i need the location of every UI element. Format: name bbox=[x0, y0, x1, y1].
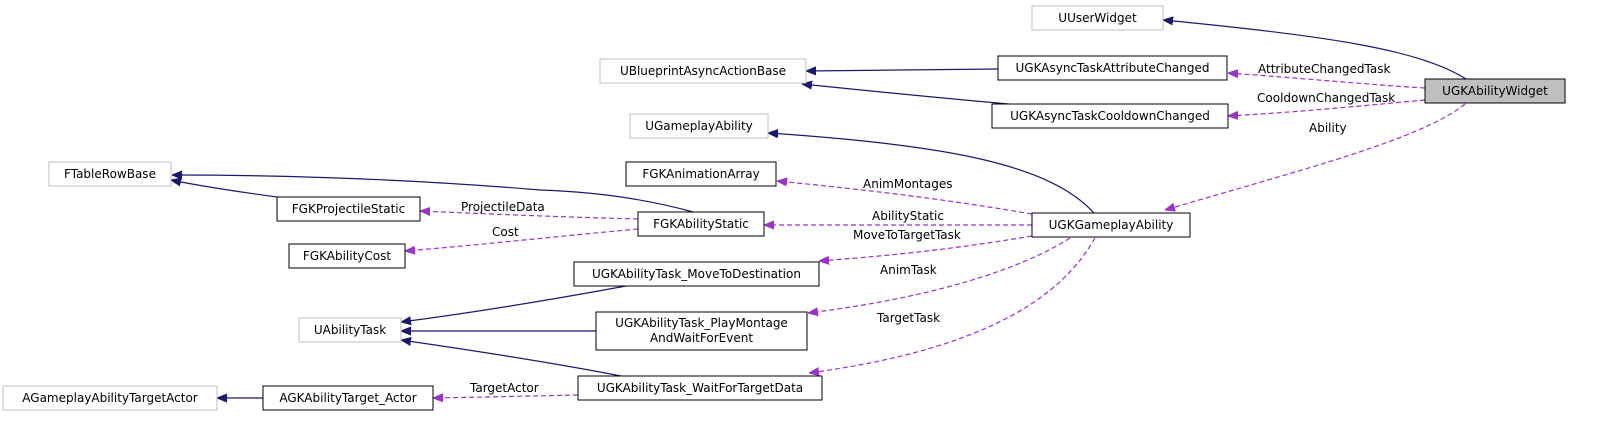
label-animtask: AnimTask bbox=[880, 263, 937, 277]
edge-projectilestatic-tablerowbase bbox=[171, 180, 278, 198]
svg-text:FGKAbilityCost: FGKAbilityCost bbox=[303, 249, 391, 263]
node-ublueprintasyncactionbase[interactable]: UBlueprintAsyncActionBase bbox=[599, 58, 807, 84]
label-movetotargettask: MoveToTargetTask bbox=[853, 228, 961, 242]
svg-text:UGKAbilityWidget: UGKAbilityWidget bbox=[1442, 84, 1548, 98]
node-ugkabilitywidget[interactable]: UGKAbilityWidget bbox=[1424, 78, 1566, 104]
label-abilitystatic: AbilityStatic bbox=[872, 209, 944, 223]
edge-abilitystatic-projectilestatic bbox=[420, 211, 639, 220]
edge-gameplayability-playmontage bbox=[808, 237, 1071, 313]
svg-text:UGKGameplayAbility: UGKGameplayAbility bbox=[1049, 218, 1174, 232]
edge-widget-gkgameplayability bbox=[1165, 103, 1466, 210]
svg-text:UGKAbilityTask_PlayMontage: UGKAbilityTask_PlayMontage bbox=[615, 316, 788, 330]
label-projectiledata: ProjectileData bbox=[461, 200, 545, 214]
node-uabilitytask[interactable]: UAbilityTask bbox=[298, 317, 402, 343]
edge-gkgameplayability-gameplayability bbox=[768, 133, 1095, 214]
node-ugkabilitytask_waitfortargetdata[interactable]: UGKAbilityTask_WaitForTargetData bbox=[577, 375, 823, 401]
edge-waitfortargetdata-gktargetactor bbox=[433, 395, 579, 398]
svg-text:FGKAbilityStatic: FGKAbilityStatic bbox=[653, 217, 749, 231]
node-ugkasynctaskattributechanged[interactable]: UGKAsyncTaskAttributeChanged bbox=[997, 55, 1228, 81]
svg-text:UGKAsyncTaskAttributeChanged: UGKAsyncTaskAttributeChanged bbox=[1016, 61, 1210, 75]
svg-text:AGKAbilityTarget_Actor: AGKAbilityTarget_Actor bbox=[279, 391, 416, 405]
edge-gameplayability-waitfortargetdata bbox=[809, 237, 1096, 373]
svg-text:AndWaitForEvent: AndWaitForEvent bbox=[650, 331, 753, 345]
node-ugkabilitytask_movetodestination[interactable]: UGKAbilityTask_MoveToDestination bbox=[573, 261, 820, 287]
label-targettask: TargetTask bbox=[876, 311, 940, 325]
label-attributechangedtask: AttributeChangedTask bbox=[1258, 62, 1390, 76]
edge-abilitystatic-tablerowbase bbox=[172, 175, 694, 213]
edge-widget-attributechanged bbox=[1228, 73, 1426, 89]
label-cooldownchangedtask: CooldownChangedTask bbox=[1257, 91, 1395, 105]
label-targetactor: TargetActor bbox=[469, 381, 539, 395]
svg-text:FGKProjectileStatic: FGKProjectileStatic bbox=[292, 202, 406, 216]
edge-gameplayability-movetodestination bbox=[819, 235, 1033, 261]
svg-text:UGKAbilityTask_MoveToDestinati: UGKAbilityTask_MoveToDestination bbox=[592, 267, 801, 281]
node-fgkanimationarray[interactable]: FGKAnimationArray bbox=[625, 161, 777, 187]
edge-attributechanged-blueprintasync bbox=[806, 69, 999, 71]
edge-widget-cooldownchanged bbox=[1228, 99, 1426, 116]
label-cost: Cost bbox=[492, 225, 519, 239]
node-ugkasynctaskcooldownchanged[interactable]: UGKAsyncTaskCooldownChanged bbox=[991, 103, 1229, 129]
edge-ugkabilitywidget-uuserwidget bbox=[1163, 20, 1467, 80]
node-fgkabilitycost[interactable]: FGKAbilityCost bbox=[288, 243, 406, 269]
svg-text:UGKAsyncTaskCooldownChanged: UGKAsyncTaskCooldownChanged bbox=[1010, 109, 1210, 123]
node-ugkgameplayability[interactable]: UGKGameplayAbility bbox=[1031, 212, 1191, 238]
node-ftablerowbase[interactable]: FTableRowBase bbox=[48, 161, 172, 187]
svg-text:AGameplayAbilityTargetActor: AGameplayAbilityTargetActor bbox=[22, 391, 198, 405]
node-fgkprojectilestatic[interactable]: FGKProjectileStatic bbox=[276, 196, 421, 222]
node-fgkabilitystatic[interactable]: FGKAbilityStatic bbox=[637, 211, 765, 237]
edge-movetodestination-abilitytask bbox=[401, 285, 627, 322]
edge-waitfortargetdata-abilitytask bbox=[401, 340, 627, 378]
svg-text:FGKAnimationArray: FGKAnimationArray bbox=[642, 167, 759, 181]
node-ugkabilitytask_playmontage[interactable]: UGKAbilityTask_PlayMontage AndWaitForEve… bbox=[595, 311, 808, 351]
svg-text:UAbilityTask: UAbilityTask bbox=[314, 323, 386, 337]
edge-cooldownchanged-blueprintasync bbox=[802, 84, 1033, 107]
svg-text:UUserWidget: UUserWidget bbox=[1058, 11, 1137, 25]
svg-text:UGameplayAbility: UGameplayAbility bbox=[645, 119, 753, 133]
edge-gameplayability-animationarray bbox=[777, 181, 1033, 215]
node-ugameplayability[interactable]: UGameplayAbility bbox=[629, 113, 769, 139]
svg-text:FTableRowBase: FTableRowBase bbox=[64, 167, 156, 181]
node-agameplayabilitytargetactor[interactable]: AGameplayAbilityTargetActor bbox=[2, 385, 218, 411]
label-ability: Ability bbox=[1309, 121, 1347, 135]
label-animmontages: AnimMontages bbox=[863, 177, 952, 191]
edge-abilitystatic-abilitycost bbox=[405, 228, 639, 251]
node-agkabilitytarget_actor[interactable]: AGKAbilityTarget_Actor bbox=[262, 385, 434, 411]
svg-text:UGKAbilityTask_WaitForTargetDa: UGKAbilityTask_WaitForTargetData bbox=[597, 381, 803, 395]
node-uuserwidget[interactable]: UUserWidget bbox=[1031, 5, 1164, 31]
svg-text:UBlueprintAsyncActionBase: UBlueprintAsyncActionBase bbox=[620, 64, 786, 78]
